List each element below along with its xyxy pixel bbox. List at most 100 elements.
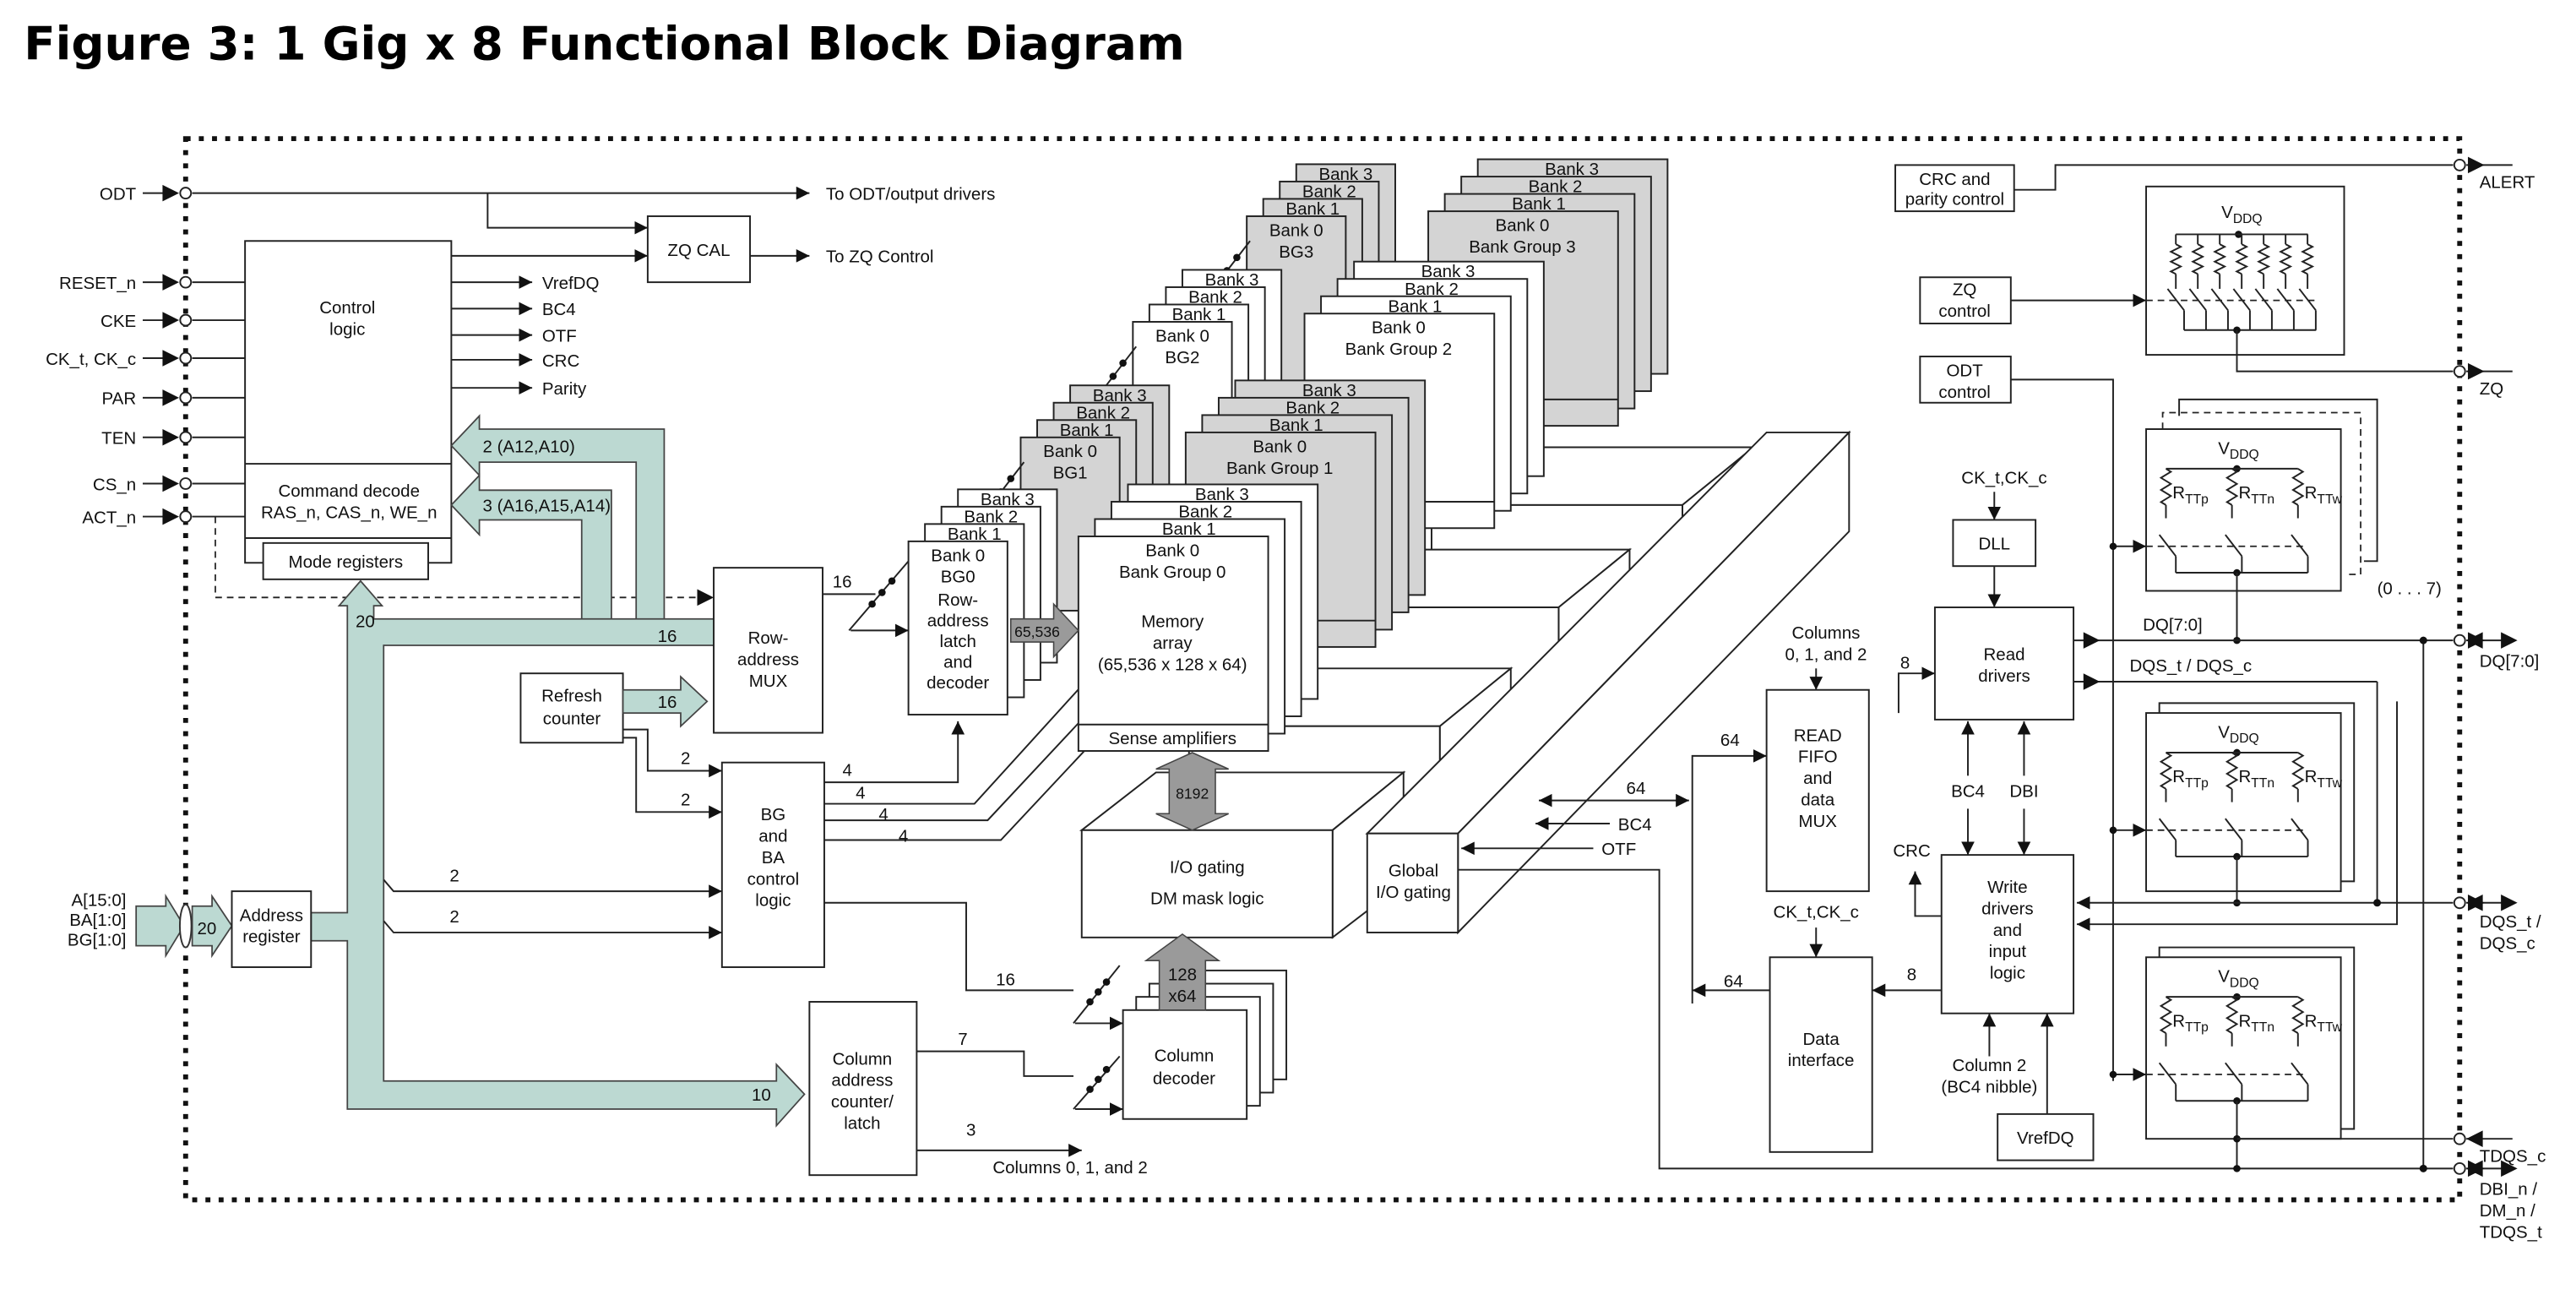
bg-to-column-line	[823, 901, 1073, 992]
switch-icon	[2232, 288, 2251, 311]
otf-label: OTF	[1601, 840, 1636, 859]
bank-label: Bank 1	[948, 525, 1002, 544]
pin-label-act-n: ACT_n	[82, 508, 136, 527]
bank-label: Bank 2	[1188, 288, 1242, 307]
pin-circle	[179, 313, 193, 327]
odt-to-zqcal-line	[486, 193, 648, 235]
odt-cell-shadow	[2161, 411, 2361, 575]
bank-label: Bank 0	[1496, 216, 1550, 236]
svg-text:BG: BG	[761, 805, 786, 824]
resistor-icon	[2291, 752, 2305, 790]
zq-calibration-resistors: VDDQ	[2145, 185, 2454, 373]
arrowhead	[2468, 362, 2485, 380]
to-zq-label: To ZQ Control	[826, 247, 934, 267]
bank-label: Bank 3	[1545, 160, 1599, 179]
resistor-icon	[2291, 468, 2305, 506]
bank-label: Bank 1	[1162, 519, 1216, 539]
bus-a16-a14-label: 3 (A16,A15,A14)	[482, 497, 611, 516]
zq-line	[2236, 329, 2454, 373]
bank-label: Bank 1	[1172, 305, 1226, 324]
svg-text:Refresh: Refresh	[541, 686, 602, 705]
bank-label: Bank 3	[1421, 262, 1475, 281]
bg-ba-control-logic-block: BG and BA control logic	[720, 761, 825, 968]
bank-select-switch	[848, 560, 910, 632]
row-decode-arrow-shape	[1009, 602, 1079, 659]
pin-circle	[179, 510, 193, 523]
address-pin-oval	[178, 903, 193, 949]
columns-in-label: 0, 1, and 2	[1785, 645, 1867, 665]
svg-text:Mode registers: Mode registers	[289, 552, 404, 572]
refresh-counter-block: Refresh counter	[519, 672, 624, 744]
control-output-otf: OTF	[542, 326, 577, 345]
bank-group-short-label: BG0	[941, 568, 976, 587]
sense-amplifiers-label: Sense amplifiers	[1108, 729, 1236, 748]
pin-bg: BG[1:0]	[68, 931, 127, 950]
width-label: 7	[958, 1030, 967, 1049]
column-data-bus-arrow: 128 x64	[1144, 933, 1221, 1011]
arrowhead	[2466, 632, 2483, 649]
command-decode-label: Command decode	[278, 481, 420, 501]
column2-label: (BC4 nibble)	[1941, 1077, 2037, 1096]
address-input-arrow-inner	[191, 894, 233, 959]
memory-array-box	[1077, 536, 1269, 753]
svg-text:BA: BA	[762, 848, 785, 867]
svg-text:logic: logic	[755, 891, 791, 911]
svg-text:input: input	[1989, 942, 2027, 961]
row-address-mux-block: Row- address MUX	[713, 567, 823, 734]
control-logic-block: Control logic Command decode RAS_n, CAS_…	[244, 240, 453, 564]
svg-text:counter: counter	[543, 710, 601, 729]
bank-label: Bank 1	[1269, 416, 1323, 435]
device-boundary	[182, 136, 2463, 1203]
switch-icon	[2225, 534, 2243, 557]
addr-in-label: 20	[197, 919, 216, 938]
width-label: 2	[681, 749, 690, 769]
pin-label-par: PAR	[102, 389, 137, 409]
rtt-label: RTTn	[2238, 1011, 2274, 1035]
width-label: 16	[996, 970, 1015, 989]
row-latch-label: decoder	[927, 673, 989, 693]
svg-text:and: and	[1803, 769, 1832, 788]
row-latch-label: address	[927, 612, 989, 631]
svg-text:Read: Read	[1983, 645, 2024, 665]
refresh-bus	[622, 675, 709, 728]
refresh-to-bg-line	[622, 737, 722, 819]
bank-label: Bank 0	[1253, 437, 1307, 456]
switch-icon	[2291, 818, 2309, 841]
refresh-bus-label: 16	[658, 693, 677, 712]
bank-label: Bank 3	[1093, 386, 1147, 405]
pin-circle	[179, 477, 193, 490]
svg-text:counter/: counter/	[831, 1092, 894, 1112]
odt-control-block: ODT control	[1919, 356, 2012, 404]
crc-label: CRC	[1893, 841, 1931, 861]
pin-circle	[2453, 1161, 2466, 1175]
data-interface-block: Data interface	[1769, 956, 1873, 1153]
arrowhead	[2466, 1130, 2483, 1147]
column-7-line	[916, 1050, 1073, 1077]
width-label: 4	[878, 805, 888, 824]
arrowhead	[2466, 1160, 2483, 1178]
width-label: 2	[449, 907, 459, 927]
global-io-gating-block: Global I/O gating	[1365, 430, 1851, 935]
addr-to-bg-line	[383, 878, 722, 898]
memory-array-label: Memory	[1141, 612, 1204, 631]
svg-text:logic: logic	[1990, 964, 2025, 983]
columns-out-label: Columns 0, 1, and 2	[992, 1158, 1147, 1178]
pin-label-dm-n-: DM_n /	[2480, 1201, 2535, 1221]
to-read-fifo-line	[1691, 749, 1767, 1003]
pin-label-tdqs-t: TDQS_t	[2480, 1222, 2542, 1242]
arrowhead	[2468, 156, 2485, 174]
bus-a16-a14	[450, 473, 612, 622]
arrowhead	[162, 508, 179, 525]
vddq-label: VDDQ	[2218, 722, 2258, 746]
bank-label: Bank 0	[1372, 318, 1426, 338]
zq-resistor-box	[2145, 185, 2345, 356]
memory-array-label: (65,536 x 128 x 64)	[1098, 655, 1247, 674]
bank-label: Bank 0	[1043, 442, 1097, 461]
pin-label-tdqs-c: TDQS_c	[2480, 1147, 2546, 1167]
bank-label: Bank 2	[1529, 177, 1583, 197]
resistor-icon	[2191, 243, 2205, 275]
bus-a12-a10	[450, 414, 666, 622]
pin-label-ck-t-ck-c: CK_t, CK_c	[46, 350, 136, 369]
